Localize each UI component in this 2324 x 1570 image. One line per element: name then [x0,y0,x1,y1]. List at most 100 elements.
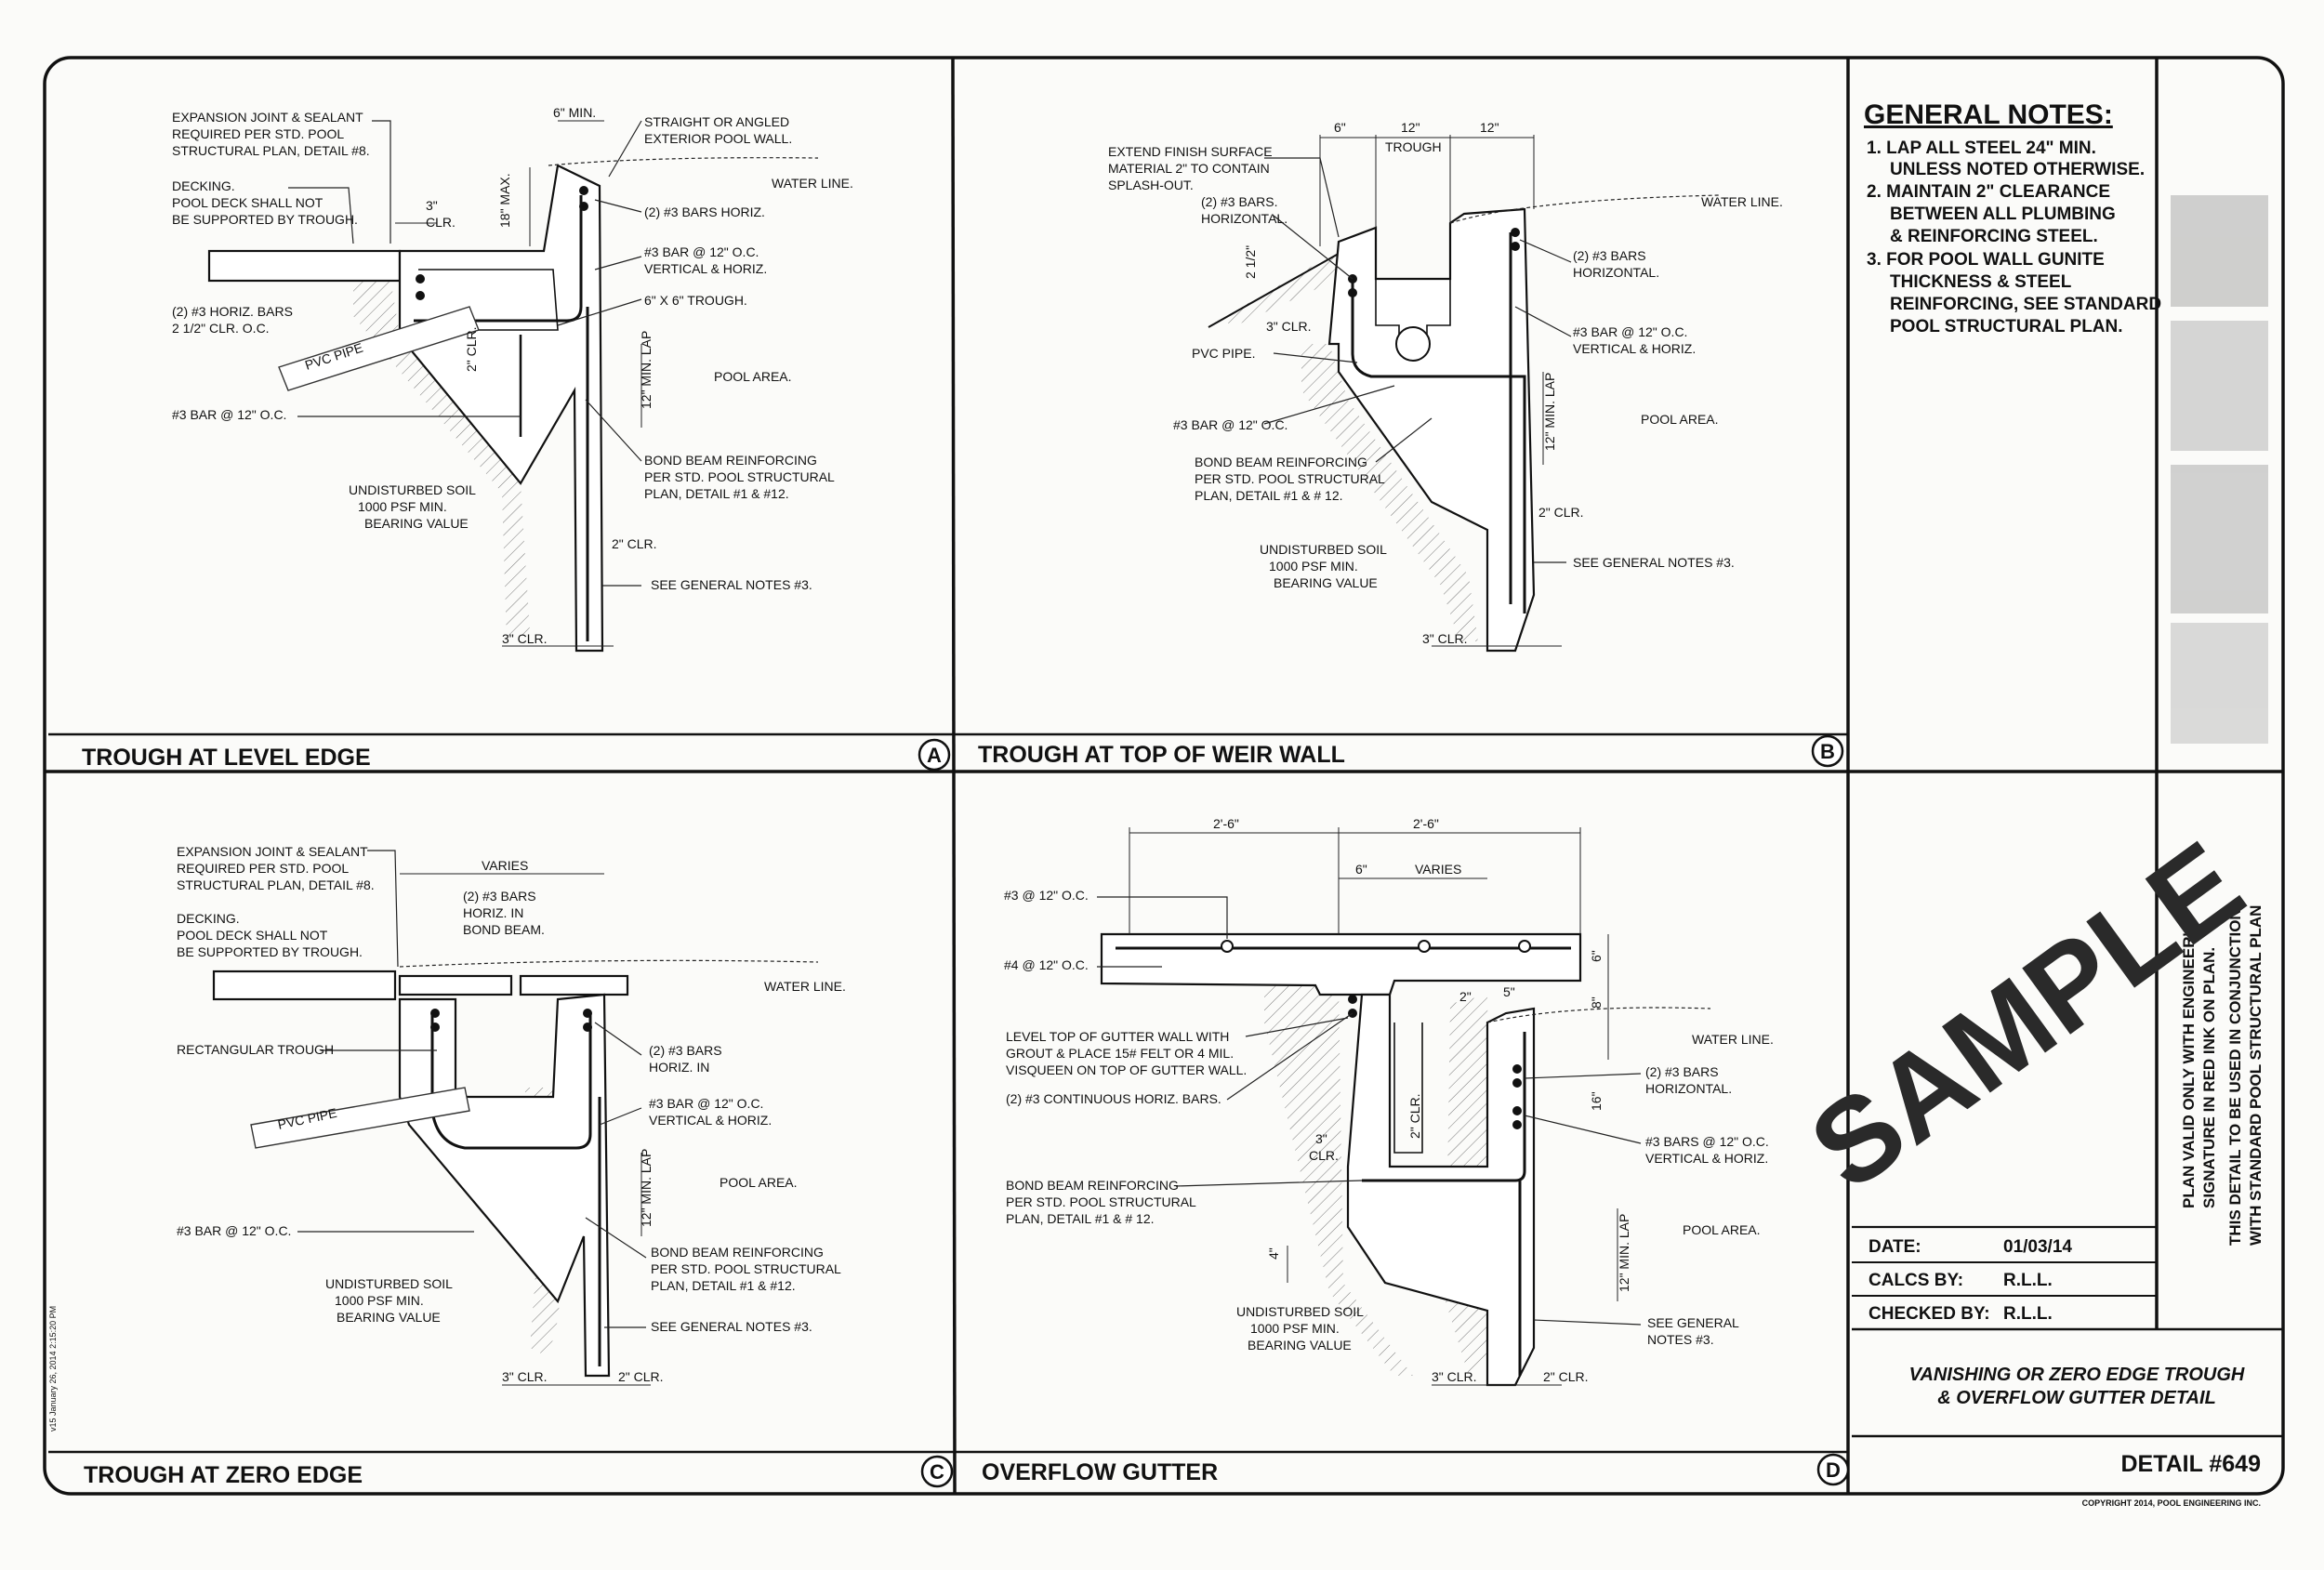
panel-d-label: 2" CLR. [1407,1093,1422,1139]
general-note-line: 1. LAP ALL STEEL 24" MIN. [1867,139,2096,158]
panel-b-label: (2) #3 BARS. [1201,194,1277,209]
panel-b-leader [1514,306,1572,337]
panel-c-label: WATER LINE. [764,979,846,994]
panel-c-deck-strip [519,974,629,996]
panel-b-label: UNDISTURBED SOIL [1260,542,1387,557]
panel-a-leader [557,298,642,326]
panel-a-rebar-1 [414,195,583,323]
panel-c-label: SEE GENERAL NOTES #3. [651,1319,812,1334]
panel-b-label: BOND BEAM REINFORCING [1195,455,1367,469]
panel-b-bar-dot [1348,288,1357,297]
panel-d-titlebar: OVERFLOW GUTTER D [982,1453,1850,1486]
panel-d-label: 16" [1589,1091,1604,1111]
panel-c-label: POOL DECK SHALL NOT [177,928,328,943]
panel-d-bar-dot [1418,940,1431,953]
panel-a-label: REQUIRED PER STD. POOL [172,126,344,141]
panel-c-label: (2) #3 BARS [649,1043,722,1058]
panel-d-label: 2" [1459,989,1472,1004]
panel-d-label: VARIES [1415,862,1461,877]
panel-b-label: 3" CLR. [1266,319,1312,334]
panel-c-bar-dot [430,1009,440,1018]
panel-b-water-line [1449,194,1721,224]
panel-d-label: #3 BARS @ 12" O.C. [1645,1134,1769,1149]
detail-description-line-2: & OVERFLOW GUTTER DETAIL [1937,1388,2216,1408]
panel-a-label: STRAIGHT OR ANGLED [644,114,789,129]
panel-d-label: 4" [1266,1247,1281,1260]
panel-c-label: 12" MIN. LAP [639,1149,654,1227]
general-notes-heading: GENERAL NOTES: [1864,99,2113,130]
panel-d-inner-wall [1393,1022,1423,1154]
panel-d-label: BEARING VALUE [1248,1338,1352,1352]
panel-b-leader [1273,215,1353,280]
panel-c-label: 1000 PSF MIN. [335,1293,424,1308]
panel-a-bar-dot [416,291,425,300]
panel-b-label: 12" [1480,120,1499,135]
panel-d-label: 5" [1503,984,1515,999]
panel-d-label: (2) #3 CONTINUOUS HORIZ. BARS. [1006,1091,1221,1106]
panel-a-label: 6" X 6" TROUGH. [644,293,747,308]
panel-a-bar-dot [579,202,588,211]
panel-d-leader [1245,1017,1349,1037]
panel-a-letter: A [927,744,942,767]
panel-a-leader [594,199,642,213]
panel-b-label: 2" CLR. [1538,505,1584,520]
panel-b-label: VERTICAL & HORIZ. [1573,341,1696,356]
panel-c-deck-strip [398,974,513,996]
panel-b-label: HORIZONTAL. [1573,265,1659,280]
panel-b-title: TROUGH AT TOP OF WEIR WALL [978,742,1345,768]
panel-c-label: HORIZ. IN [649,1060,709,1075]
plot-timestamp: v15 January 26, 2014 2:15:20 PM [48,1306,58,1431]
panel-d-leader [1524,1073,1642,1079]
panel-a-water-line [548,157,819,166]
panel-a-label: 18" MAX. [497,173,512,228]
panel-d-label: WATER LINE. [1692,1032,1774,1047]
general-note-line: BETWEEN ALL PLUMBING [1890,204,2116,224]
panel-a-label: WATER LINE. [772,176,853,191]
panel-c-label: 3" CLR. [502,1369,548,1384]
sheet-frame [43,56,2285,1496]
panel-d-leader [1524,1115,1642,1144]
panel-c-label: (2) #3 BARS [463,889,536,904]
panel-d-label: UNDISTURBED SOIL [1236,1304,1364,1319]
panel-c-label: #3 BAR @ 12" O.C. [177,1223,291,1238]
checked-label: CHECKED BY: [1868,1304,1990,1324]
panel-c-label: HORIZ. IN [463,905,523,920]
panel-d-label: LEVEL TOP OF GUTTER WALL WITH [1006,1029,1229,1044]
panel-d-bar-dot [1512,1078,1522,1088]
panel-c-label: UNDISTURBED SOIL [325,1276,453,1291]
panel-c-letter: C [930,1460,944,1484]
checked-value: R.L.L. [2003,1304,2053,1324]
panel-b-label: BEARING VALUE [1274,575,1378,590]
panel-b-drawing: EXTEND FINISH SURFACE MATERIAL 2" TO CON… [1108,120,1783,653]
panel-c-label: #3 BAR @ 12" O.C. [649,1096,763,1111]
panel-d-label: 3" [1315,1131,1327,1146]
panel-a-label: SEE GENERAL NOTES #3. [651,577,812,592]
panel-b-finish-slope [1208,250,1344,328]
panel-a-label: 1000 PSF MIN. [358,499,447,514]
panel-b-label: 2 1/2" [1243,245,1258,279]
panel-a-label: DECKING. [172,178,235,193]
general-note-line: 3. FOR POOL WALL GUNITE [1867,250,2105,270]
panel-a-leader [585,399,642,462]
panel-a-label: BOND BEAM REINFORCING [644,453,817,468]
panel-b-label: #3 BAR @ 12" O.C. [1173,417,1287,432]
panel-a-label: BE SUPPORTED BY TROUGH. [172,212,358,227]
panel-c-pvc-pipe [250,1087,470,1149]
panel-a-deck [207,249,402,283]
panel-c-leader [599,1107,642,1126]
panel-d-title: OVERFLOW GUTTER [982,1459,1218,1485]
panel-c-label: DECKING. [177,911,240,926]
date-value: 01/03/14 [2003,1237,2072,1257]
panel-a-label: 3" CLR. [502,631,548,646]
panel-c-label: STRUCTURAL PLAN, DETAIL #8. [177,877,375,892]
general-note-line: POOL STRUCTURAL PLAN. [1890,317,2123,336]
panel-c-label: EXPANSION JOINT & SEALANT [177,844,368,859]
panel-b-label: 6" [1334,120,1346,135]
panel-a-label: POOL DECK SHALL NOT [172,195,324,210]
panel-b-label: (2) #3 BARS [1573,248,1646,263]
panel-d-label: (2) #3 BARS [1645,1064,1719,1079]
panel-b-titlebar: TROUGH AT TOP OF WEIR WALL B [978,734,1844,768]
panel-d-label: GROUT & PLACE 15# FELT OR 4 MIL. [1006,1046,1234,1061]
panel-a-leader [608,120,642,178]
panel-a-bar-dot [416,274,425,284]
